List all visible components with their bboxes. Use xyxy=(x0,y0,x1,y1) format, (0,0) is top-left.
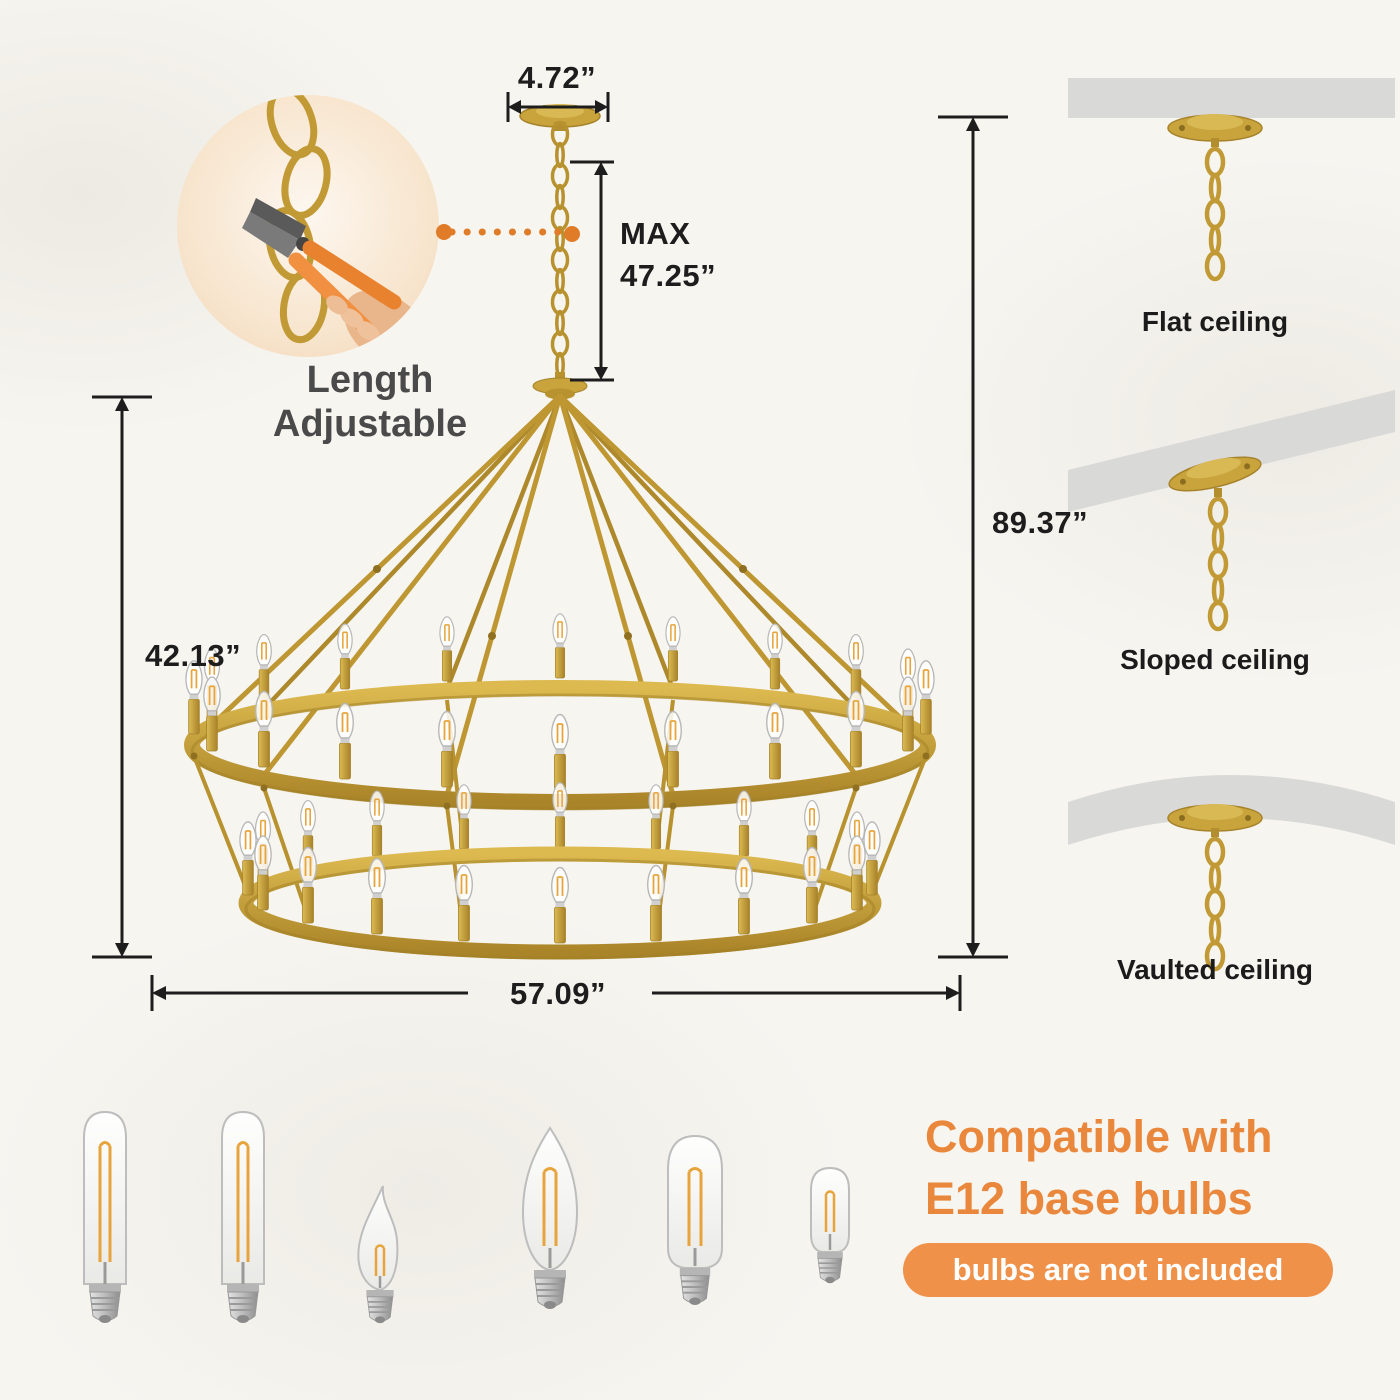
flame-tip-candelabra-bulb-icon xyxy=(357,1185,399,1325)
lower-ring xyxy=(238,846,882,960)
suspension-rods-back xyxy=(261,393,859,712)
max-chain-length-label: 47.25” xyxy=(620,258,717,293)
chain-icon xyxy=(550,120,570,379)
sloped-canopy-icon xyxy=(1168,456,1262,492)
t6-tubular-bulb-icon xyxy=(84,1112,126,1323)
suspension-rods-front xyxy=(191,393,929,798)
t6-tubular-bulb-icon xyxy=(222,1112,264,1323)
vaulted-canopy-icon xyxy=(1167,804,1263,837)
max-label: MAX xyxy=(620,216,691,251)
total-height-label: 89.37” xyxy=(992,505,1089,540)
fixture-height-label: 42.13” xyxy=(145,638,242,673)
flat-canopy-icon xyxy=(1167,114,1263,147)
flat-ceiling-panel xyxy=(1068,78,1395,279)
t45-tubular-bulb-icon xyxy=(667,1134,723,1307)
diameter-label: 57.09” xyxy=(509,976,607,1011)
compatibility-line2: E12 base bulbs xyxy=(925,1173,1253,1225)
mini-tubular-bulb-icon xyxy=(810,1166,850,1284)
length-adjustable-line1: Length xyxy=(306,359,434,401)
length-adjustable-caption: Length Adjustable xyxy=(195,358,545,446)
vaulted-ceiling-label: Vaulted ceiling xyxy=(1116,954,1314,985)
compatibility-heading: Compatible with E12 base bulbs xyxy=(925,1106,1273,1230)
dotted-pointer-icon xyxy=(436,224,580,242)
flat-ceiling-label: Flat ceiling xyxy=(1141,306,1289,337)
sloped-ceiling-panel xyxy=(1068,390,1395,629)
length-adjustable-inset xyxy=(177,95,580,357)
chandelier-illustration xyxy=(184,104,936,960)
b11-torpedo-bulb-icon xyxy=(521,1126,579,1310)
bulb-row xyxy=(84,1112,850,1325)
chain-closeup-icon xyxy=(265,95,331,344)
dimension-lines xyxy=(92,92,1008,1011)
canopy-width-label: 4.72” xyxy=(517,60,597,95)
length-adjustable-line2: Adjustable xyxy=(272,403,468,446)
compatibility-line1: Compatible with xyxy=(925,1111,1273,1162)
sloped-ceiling-label: Sloped ceiling xyxy=(1120,644,1310,675)
vaulted-ceiling-panel xyxy=(1068,775,1395,969)
bulbs-not-included-badge: bulbs are not included xyxy=(903,1243,1333,1297)
